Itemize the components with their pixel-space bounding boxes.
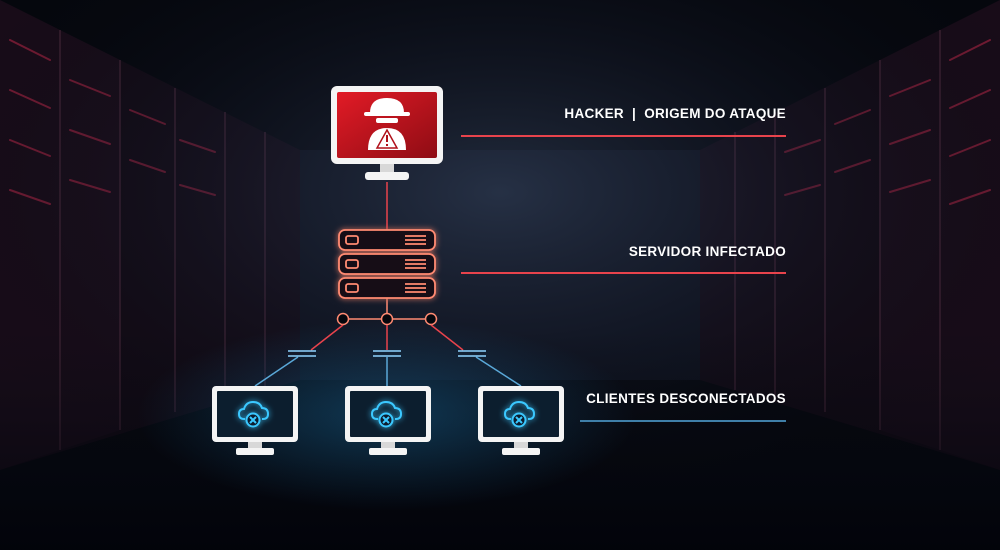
server-rack-icon (338, 229, 436, 299)
server-unit-1 (338, 229, 436, 251)
hacker-monitor (331, 86, 443, 180)
bus-node-right (424, 312, 438, 326)
hacker-label-prefix: HACKER (564, 106, 624, 121)
client-monitor-3 (478, 386, 564, 455)
client-monitor-2 (345, 386, 431, 455)
clients-label: CLIENTES DESCONECTADOS (586, 391, 786, 406)
server-label: SERVIDOR INFECTADO (628, 244, 786, 259)
cloud-disconnected-icon (370, 400, 403, 428)
server-unit-2 (338, 253, 436, 275)
bus-node-center (380, 312, 394, 326)
hacker-screen (337, 92, 437, 158)
bus-node-left (336, 312, 350, 326)
hacker-label: HACKER | ORIGEM DO ATAQUE (564, 106, 786, 121)
cloud-disconnected-icon (503, 400, 536, 428)
hacker-label-suffix: ORIGEM DO ATAQUE (644, 106, 786, 121)
warning-triangle-icon (375, 128, 399, 149)
hacker-label-rule (461, 135, 786, 137)
connection-break-markers (288, 350, 486, 357)
cloud-disconnected-icon (237, 400, 270, 428)
server-label-rule (461, 272, 786, 274)
connection-lines (254, 182, 522, 387)
server-unit-3 (338, 277, 436, 299)
client-monitor-1 (212, 386, 298, 455)
clients-label-rule (580, 420, 786, 422)
hacker-label-separator: | (632, 106, 637, 121)
